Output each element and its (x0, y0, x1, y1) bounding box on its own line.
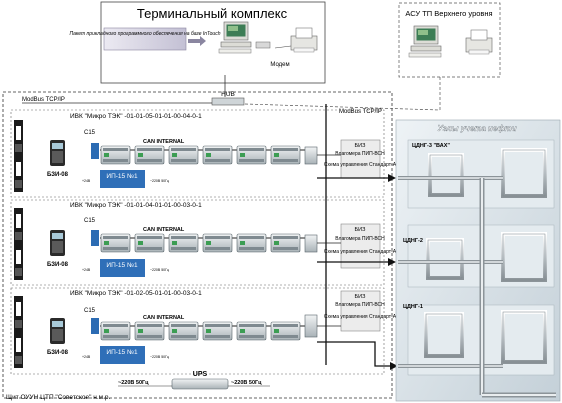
arrow-icon (388, 174, 396, 182)
bzi-unit-icon (50, 318, 65, 344)
ups-unit: UPS ~220В 50Гц ~220В 50Гц (118, 371, 270, 390)
modbus-right-label: ModBus TCP/IP (339, 109, 382, 115)
controller-icon (91, 143, 99, 159)
ivk-block-1: БЗИ-08 ИВК "Микро ТЭК" -01-01-05-01-01-0… (10, 109, 397, 198)
ivk-title: ИВК "Микро ТЭК" -01-02-05-01-01-00-03-0-… (70, 290, 202, 297)
power-supply-box (100, 170, 145, 188)
can-bus-label: CAN INTERNAL (143, 315, 185, 321)
bzi-left-label: БЗИ-08 (47, 172, 69, 178)
psu-label: ИП-15 №1 (106, 349, 138, 356)
bzi-box-title: БИЗ (355, 294, 367, 300)
modbus-left-label: ModBus TCP/IP (22, 97, 65, 103)
node-label: ЦДНГ-3 "ВАХ" (412, 143, 450, 149)
supply-label: ~220В 50Гц (150, 268, 169, 272)
scheme-label: Схема управления Стандарт-А (324, 314, 397, 320)
bzi-unit-icon (50, 230, 65, 256)
software-note-box (103, 27, 187, 51)
dc-label: +24В (82, 355, 91, 359)
modem-label: Модем (270, 62, 289, 68)
arrow-icon (188, 36, 206, 46)
arrow-icon (388, 258, 396, 266)
ups-icon (171, 378, 229, 390)
bzi-box (340, 223, 381, 269)
ivk-block-2: БЗИ-08 ИВК "Микро ТЭК" -01-01-04-01-01-0… (10, 199, 397, 286)
power-supply-box (100, 259, 145, 277)
bzi-box (340, 290, 381, 332)
ivk-title: ИВК "Микро ТЭК" -01-01-05-01-01-00-04-0-… (70, 113, 202, 120)
flowmeter-label: Влагомера ПИП-ВСН (335, 236, 385, 242)
bzi-unit-icon (50, 140, 65, 166)
arrow-icon (390, 362, 398, 370)
bzi-box-title: БИЗ (355, 143, 367, 149)
flowmeter-label: Влагомера ПИП-ВСН (335, 302, 385, 308)
scheme-label: Схема управления Стандарт-А (324, 249, 397, 255)
cabinet-frame (2, 91, 393, 399)
ivk-block-3: БЗИ-08 ИВК "Микро ТЭК" -01-02-05-01-01-0… (10, 287, 397, 375)
flowmeter-label: Влагомера ПИП-ВСН (335, 151, 385, 157)
upper-level: АСУ ТП Верхнего уровня (398, 2, 501, 78)
scheme-label: Схема управления Стандарт-А (324, 162, 397, 168)
hub-device (211, 97, 245, 106)
ups-output-label: ~220В 50Гц (231, 380, 262, 386)
ups-input-label: ~220В 50Гц (118, 380, 149, 386)
bzi-left-label: БЗИ-08 (47, 350, 69, 356)
psu-label: ИП-15 №1 (106, 262, 138, 269)
controller-label: C15 (84, 308, 96, 314)
controller-label: C15 (84, 218, 96, 224)
terminal-title: Терминальный комплекс (137, 6, 288, 21)
upper-level-title: АСУ ТП Верхнего уровня (405, 9, 492, 18)
metering-nodes-panel: Узлы учета нефти ЦДНГ-3 "ВАХ" ЦДНГ-2 ЦДН… (395, 119, 561, 402)
terminal-complex: Терминальный комплекс Пакет прикладного … (70, 1, 326, 84)
power-supply-box (100, 346, 145, 364)
bzi-left-label: БЗИ-08 (47, 262, 69, 268)
bzi-box-title: БИЗ (355, 227, 367, 233)
cabinet-label: Щит ОУУН ЦТП "Советское" н.м.р. (6, 394, 111, 401)
software-note: Пакет прикладного программного обеспечен… (70, 31, 221, 37)
can-bus-label: CAN INTERNAL (143, 227, 185, 233)
node-label: ЦДНГ-2 (403, 238, 423, 244)
controller-icon (91, 318, 99, 334)
network: HUB ModBus TCP/IP ModBus TCP/IP (22, 75, 441, 115)
ivk-title: ИВК "Микро ТЭК" -01-01-04-01-01-00-03-0-… (70, 202, 202, 209)
can-bus-label: CAN INTERNAL (143, 139, 185, 145)
node-label: ЦДНГ-1 (403, 304, 423, 310)
controller-icon (91, 230, 99, 246)
controller-label: C15 (84, 130, 96, 136)
hub-label: HUB (221, 91, 235, 98)
bzi-box (340, 139, 381, 179)
dc-label: +24В (82, 268, 91, 272)
supply-label: ~220В 50Гц (150, 179, 169, 183)
ups-label: UPS (193, 371, 208, 378)
dc-label: +24В (82, 179, 91, 183)
psu-label: ИП-15 №1 (106, 173, 138, 180)
nodes-title: Узлы учета нефти (437, 124, 516, 133)
supply-label: ~220В 50Гц (150, 355, 169, 359)
modem-icon (255, 41, 271, 49)
signal-bus (317, 104, 392, 367)
